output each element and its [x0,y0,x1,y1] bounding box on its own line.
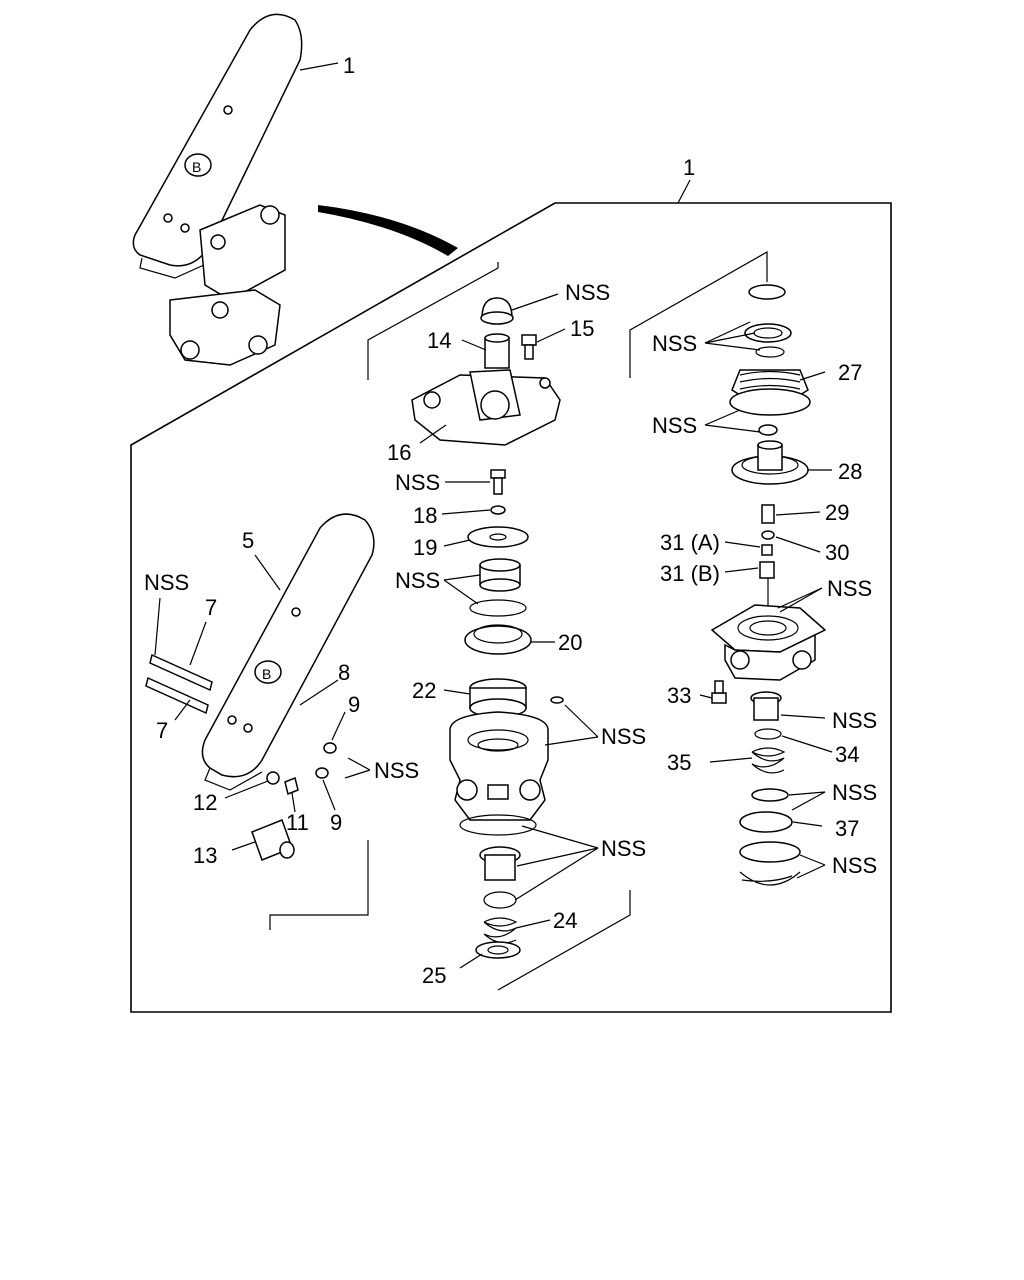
part-label-11: 11 [286,810,309,835]
part-label-28: 28 [838,459,862,484]
center-valve-group [367,262,631,991]
part-label-18: 18 [413,503,437,528]
pedal-parts-group: B [145,513,375,930]
part-label-22: 22 [412,678,436,703]
part-label-31b: 31 (B) [660,561,720,586]
part-label-9a: 9 [348,692,360,717]
pedal-valve-assembly: B [132,13,303,366]
svg-text:B: B [192,159,201,175]
nss-label-right-mid: NSS [652,413,697,438]
part-label-20: 20 [558,630,582,655]
part-label-24: 24 [553,908,577,933]
part-label-15: 15 [570,316,594,341]
part-label-12: 12 [193,790,217,815]
exploded-view-frame [130,202,892,1013]
nss-label-right-washers: NSS [832,780,877,805]
reference-arrow [318,205,458,256]
part-label-8: 8 [338,660,350,685]
nss-label-right-body: NSS [827,576,872,601]
part-label-7a: 7 [205,595,217,620]
part-label-25: 25 [422,963,446,988]
nss-label-pins: NSS [374,758,419,783]
nss-label-body: NSS [601,724,646,749]
part-label-9b: 9 [330,810,342,835]
part-label-16: 16 [387,440,411,465]
part-label-13: 13 [193,843,217,868]
part-label-35: 35 [667,750,691,775]
svg-text:B: B [262,666,271,682]
part-label-27: 27 [838,360,862,385]
part-label-19: 19 [413,535,437,560]
part-label-1-box: 1 [683,155,695,180]
part-label-5: 5 [242,528,254,553]
nss-label-right-bottom: NSS [832,853,877,878]
part-label-7b: 7 [156,718,168,743]
part-label-31a: 31 (A) [660,530,720,555]
nss-label-right-34: NSS [832,708,877,733]
nss-label-piston: NSS [395,568,440,593]
nss-label-cap: NSS [565,280,610,305]
part-label-33: 33 [667,683,691,708]
part-label-29: 29 [825,500,849,525]
nss-label-right-top: NSS [652,331,697,356]
right-valve-group [629,250,833,886]
nss-label-bolt: NSS [395,470,440,495]
part-label-30: 30 [825,540,849,565]
nss-label-sleeve: NSS [601,836,646,861]
part-label-14: 14 [427,328,451,353]
part-label-34: 34 [835,742,859,767]
nss-label-left: NSS [144,570,189,595]
part-label-1: 1 [343,53,355,78]
part-label-37: 37 [835,816,859,841]
